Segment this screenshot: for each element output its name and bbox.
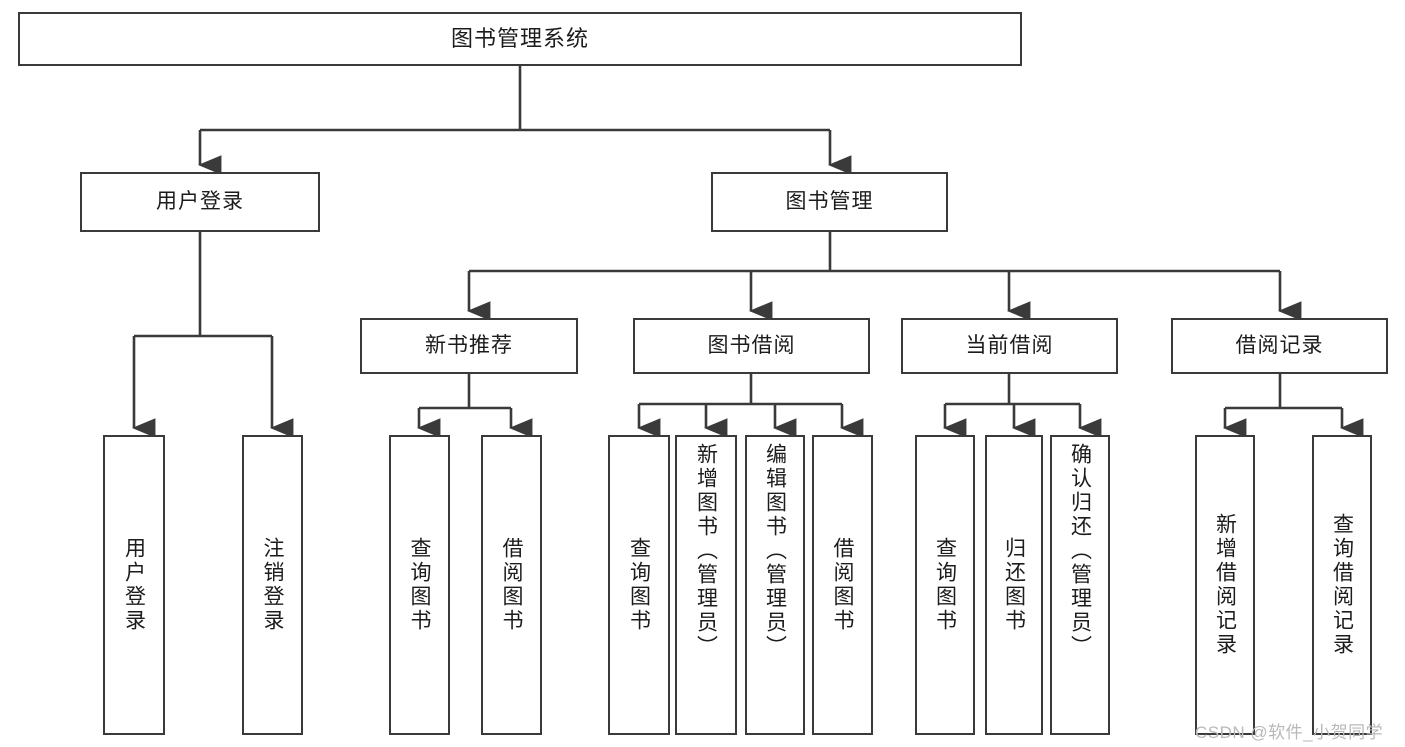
leaf-node[interactable]: 用户登录 [103, 435, 165, 735]
node-book-management-label: 图书管理 [785, 189, 874, 213]
leaf-node[interactable]: 注销登录 [242, 435, 303, 735]
leaf-node[interactable]: 归还图书 [985, 435, 1043, 735]
leaf-node[interactable]: 借阅图书 [812, 435, 873, 735]
leaf-node[interactable]: 查询图书 [608, 435, 670, 735]
leaf-node-label: 借阅图书 [831, 537, 854, 633]
node-book-management[interactable]: 图书管理 [711, 172, 948, 232]
node-new-book-recommend[interactable]: 新书推荐 [360, 318, 578, 374]
leaf-node-label: 查询图书 [627, 537, 651, 633]
node-user-login[interactable]: 用户登录 [80, 172, 320, 232]
leaf-node[interactable]: 查询图书 [389, 435, 450, 735]
node-root-label: 图书管理系统 [450, 26, 589, 52]
leaf-node[interactable]: 新增借阅记录 [1195, 435, 1255, 735]
node-new-book-recommend-label: 新书推荐 [425, 333, 513, 357]
leaf-node[interactable]: 查询借阅记录 [1312, 435, 1372, 735]
csdn-watermark: CSDN @软件_小贺同学 [1195, 723, 1384, 742]
leaf-node-label: 借阅图书 [500, 537, 523, 633]
leaf-node[interactable]: 借阅图书 [481, 435, 542, 735]
leaf-node-label: 查询借阅记录 [1330, 513, 1354, 657]
leaf-node-label: 注销登录 [261, 537, 284, 633]
leaf-node-label: 编辑图书（管理员） [763, 443, 787, 659]
leaf-node[interactable]: 确认归还（管理员） [1050, 435, 1110, 735]
leaf-node[interactable]: 查询图书 [915, 435, 975, 735]
leaf-node-label: 归还图书 [1002, 537, 1026, 633]
node-borrow-records-label: 借阅记录 [1235, 333, 1324, 357]
leaf-node-label: 查询图书 [933, 537, 957, 633]
node-borrow-records[interactable]: 借阅记录 [1171, 318, 1388, 374]
node-current-borrow-label: 当前借阅 [965, 333, 1054, 357]
node-root[interactable]: 图书管理系统 [18, 12, 1022, 66]
node-book-borrow-label: 图书借阅 [707, 333, 796, 357]
leaf-node-label: 确认归还（管理员） [1068, 443, 1092, 659]
node-user-login-label: 用户登录 [156, 189, 244, 213]
node-book-borrow[interactable]: 图书借阅 [633, 318, 870, 374]
leaf-node-label: 新增借阅记录 [1213, 513, 1237, 657]
leaf-node-label: 新增图书（管理员） [694, 443, 718, 659]
leaf-node[interactable]: 编辑图书（管理员） [745, 435, 805, 735]
leaf-node-label: 用户登录 [122, 537, 146, 633]
leaf-node-label: 查询图书 [408, 537, 431, 633]
node-current-borrow[interactable]: 当前借阅 [901, 318, 1118, 374]
leaf-node[interactable]: 新增图书（管理员） [675, 435, 737, 735]
